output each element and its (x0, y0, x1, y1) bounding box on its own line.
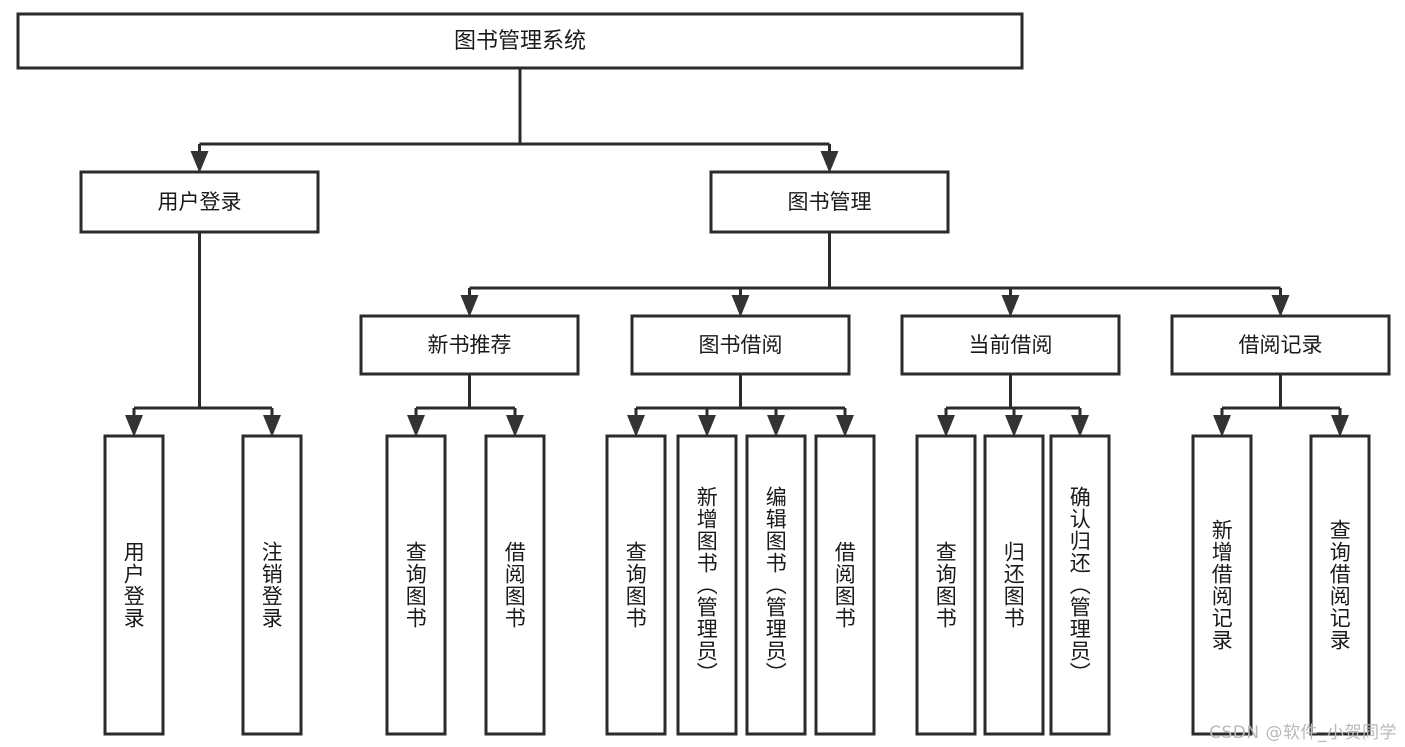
arrow-head-icon-leaf-add-record (1213, 415, 1231, 437)
node-label-l3-borrow: 图书借阅 (699, 333, 783, 357)
node-box-leaf-return-book (983, 434, 1045, 736)
node-box-leaf-add-book (676, 434, 738, 736)
arrow-head-icon-l2-user-login (190, 151, 209, 173)
arrow-head-icon-leaf-query-book-2 (627, 415, 645, 437)
arrow-head-icon-leaf-confirm-return (1071, 415, 1089, 437)
node-box-leaf-query-book-2 (605, 434, 667, 736)
arrow-head-icon-leaf-query-book-3 (937, 415, 955, 437)
arrow-head-icon-leaf-return-book (1005, 415, 1023, 437)
node-box-leaf-borrow-book-1 (484, 434, 546, 736)
node-label-l2-book-manage: 图书管理 (788, 190, 872, 214)
node-label-l3-record: 借阅记录 (1239, 333, 1323, 357)
node-box-leaf-borrow-book-2 (814, 434, 876, 736)
arrow-head-icon-l3-new-book (460, 295, 479, 317)
node-box-l3-new-book (359, 314, 580, 376)
node-box-leaf-query-record (1309, 434, 1371, 736)
arrow-head-icon-leaf-borrow-book-2 (836, 415, 854, 437)
node-box-root (16, 12, 1024, 70)
node-box-leaf-logout (241, 434, 303, 736)
node-box-l2-book-manage (709, 170, 950, 234)
arrow-head-icon-leaf-logout (263, 415, 281, 437)
node-box-l3-current (900, 314, 1121, 376)
node-box-leaf-user-login (103, 434, 165, 736)
node-label-root: 图书管理系统 (454, 29, 586, 54)
arrow-head-icon-l2-book-manage (820, 151, 839, 173)
node-box-leaf-add-record (1191, 434, 1253, 736)
node-label-l3-new-book: 新书推荐 (428, 333, 512, 357)
arrow-head-icon-leaf-query-record (1331, 415, 1349, 437)
node-box-l2-user-login (79, 170, 320, 234)
arrow-head-icon-l3-record (1271, 295, 1290, 317)
node-box-leaf-edit-book (745, 434, 807, 736)
arrow-head-icon-l3-current (1001, 295, 1020, 317)
node-label-l2-user-login: 用户登录 (158, 190, 242, 214)
watermark: CSDN @软件_小贺同学 (1209, 723, 1397, 743)
node-box-leaf-query-book-3 (915, 434, 977, 736)
arrow-head-icon-leaf-add-book (698, 415, 716, 437)
node-box-l3-record (1170, 314, 1391, 376)
node-box-l3-borrow (630, 314, 851, 376)
arrow-head-icon-leaf-user-login (125, 415, 143, 437)
arrow-head-icon-leaf-query-book-1 (407, 415, 425, 437)
arrow-head-icon-l3-borrow (731, 295, 750, 317)
connectors-layer (125, 68, 1349, 437)
node-box-leaf-query-book-1 (385, 434, 447, 736)
node-label-l3-current: 当前借阅 (969, 333, 1053, 357)
arrow-head-icon-leaf-borrow-book-1 (506, 415, 524, 437)
arrow-head-icon-leaf-edit-book (767, 415, 785, 437)
node-box-leaf-confirm-return (1049, 434, 1111, 736)
